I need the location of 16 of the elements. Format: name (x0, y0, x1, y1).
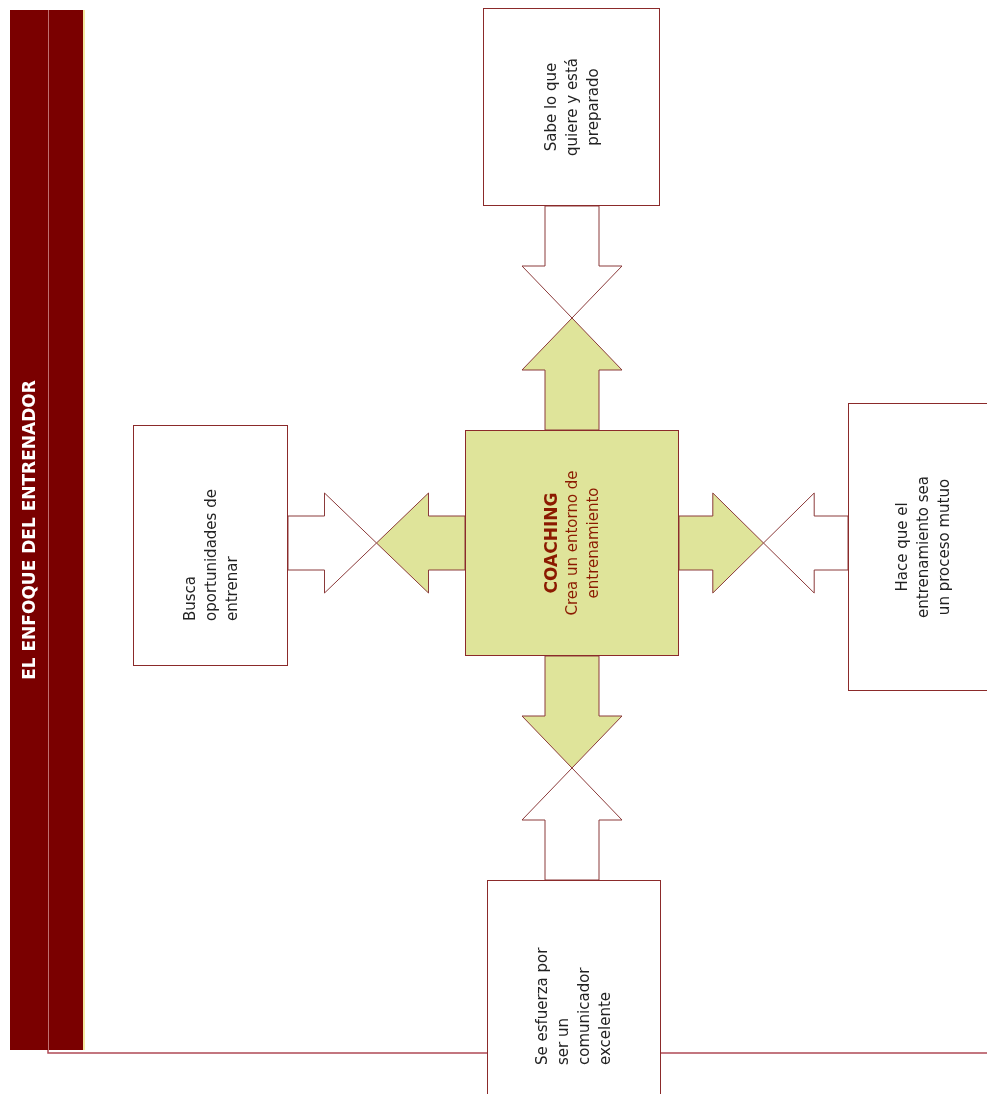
label: Crea un entorno de entrenamiento (561, 469, 603, 618)
label: Sabe lo que quiere y está preparado (540, 57, 602, 158)
block-arrow-pair (521, 655, 623, 881)
center-box (465, 430, 679, 656)
text-box (487, 880, 661, 1094)
text-box (133, 425, 288, 666)
label: Hace que el entrenamiento sea un proceso mutuo (891, 475, 954, 620)
label: Se esfuerza por ser un comunicador excelente (532, 946, 615, 1065)
block-arrow-pair (521, 205, 623, 431)
block-arrow-pair (287, 492, 466, 594)
title: EL ENFOQUE DEL ENTRENADOR (18, 380, 39, 680)
block-arrow-pair (678, 492, 849, 594)
text-box (848, 403, 987, 691)
text-box (483, 8, 660, 206)
heading: COACHING (540, 491, 562, 596)
label: Busca oportunidades de entrenar (179, 487, 241, 621)
